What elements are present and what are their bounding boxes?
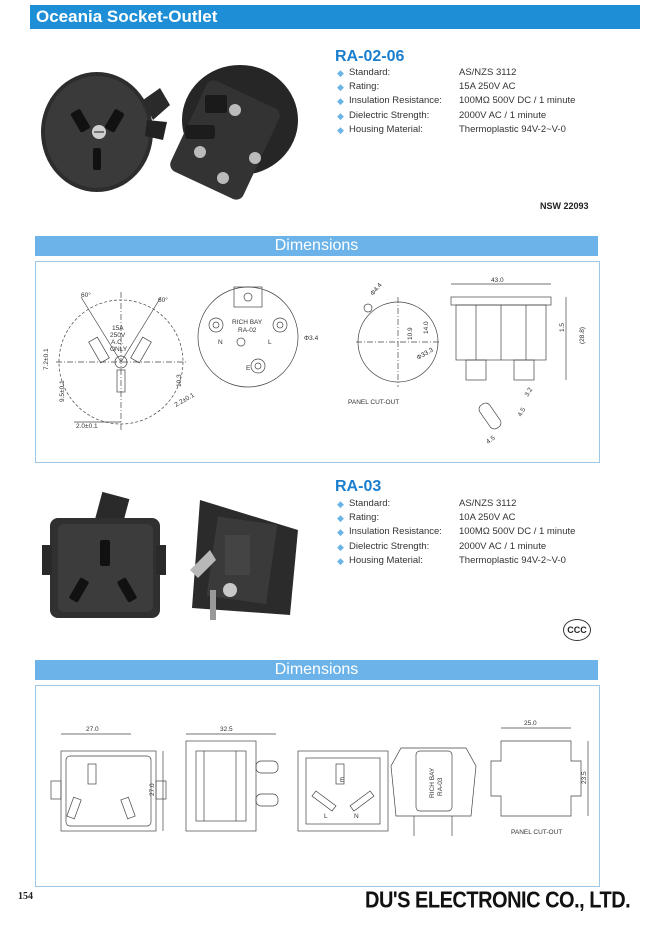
bullet-icon: ◆ — [337, 499, 344, 509]
front-marking: 250V — [110, 332, 126, 339]
page-number: 154 — [18, 891, 33, 902]
spec-row: ◆ Housing Material: Thermoplastic 94V-2~V-… — [337, 554, 575, 568]
dim-label: 2.0±0.1 — [76, 423, 98, 430]
panel-cutout-label: PANEL CUT-OUT — [348, 399, 399, 406]
terminal-e-label: E — [246, 365, 251, 372]
spec-value: AS/NZS 3112 — [459, 67, 517, 78]
dim-label: 25.0 — [524, 720, 537, 727]
spec-row: ◆ Housing Material: Thermoplastic 94V-2~V-… — [337, 123, 575, 137]
bullet-icon: ◆ — [337, 110, 344, 121]
spec-label: Standard: — [349, 498, 391, 509]
bullet-icon: ◆ — [337, 513, 344, 524]
bullet-icon: ◆ — [337, 82, 344, 93]
dimensions-title: Dimensions — [274, 237, 359, 254]
bullet-icon: ◆ — [337, 541, 344, 552]
dim-label: Φ4.4 — [369, 282, 384, 298]
spec-label: Rating: — [349, 81, 380, 93]
spec-value: 15A 250V AC — [459, 81, 516, 93]
dim-label: 2.2±0.1 — [174, 392, 197, 409]
spec-row: ◆ Rating: 15A 250V AC — [337, 80, 575, 94]
spec-row: ◆ Dielectric Strength: 2000V AC / 1 minute — [337, 540, 575, 554]
terminal-l-label: L — [268, 339, 272, 346]
spec-label: Housing Material: — [349, 554, 423, 566]
spec-list: ◆ Standard: AS/NZS 3112 ◆ Rating: 15A 250V A… — [337, 66, 575, 137]
spec-value: Thermoplastic 94V-2~V-0 — [459, 123, 566, 135]
terminal-e-label: E — [340, 777, 345, 784]
terminal-n-label: N — [218, 339, 223, 346]
ra-02-06-photo — [41, 65, 298, 200]
side-marking: RA-03 — [437, 777, 444, 796]
dim-label: 23.5 — [581, 771, 588, 784]
spec-value: 2000V AC / 1 minute — [459, 540, 547, 552]
spec-value: 100MΩ 500V DC / 1 minute — [459, 526, 576, 538]
spec-label: Dielectric Strength: — [349, 540, 430, 552]
spec-label: Standard: — [349, 67, 391, 78]
spec-label: Dielectric Strength: — [349, 109, 430, 121]
dim-label: 4.5 — [517, 406, 528, 418]
dimensions-header: Dimensions — [35, 660, 598, 680]
rear-marking: RICH BAY — [232, 319, 263, 326]
spec-label: Rating: — [349, 512, 380, 524]
bullet-icon: ◆ — [337, 96, 344, 107]
bullet-icon: ◆ — [337, 124, 344, 135]
rear-marking: RA-02 — [238, 327, 257, 334]
terminal-n-label: N — [354, 813, 359, 820]
spec-row: ◆ Dielectric Strength: 2000V AC / 1 minute — [337, 109, 575, 123]
front-marking: 15A — [112, 325, 124, 332]
spec-value: AS/NZS 3112 — [459, 498, 517, 509]
dim-label: 14.0 — [423, 321, 430, 334]
spec-value: 2000V AC / 1 minute — [459, 109, 547, 121]
ra-03-photo — [42, 491, 298, 620]
terminal-l-label: L — [324, 813, 328, 820]
dim-label: Φ33.3 — [416, 347, 435, 362]
dimensions-drawing-2: 27.0 27.0 32.5 E L N RICH BAY RA-03 — [35, 685, 600, 887]
dim-label: 7.2±0.1 — [43, 348, 50, 370]
dim-label: 32.5 — [220, 726, 233, 733]
spec-value: 10A 250V AC — [459, 512, 516, 524]
model-name: RA-02-06 — [335, 48, 405, 65]
angle-left-label: 60° — [81, 291, 91, 299]
spec-value: Thermoplastic 94V-2~V-0 — [459, 554, 566, 566]
bullet-icon: ◆ — [337, 555, 344, 566]
company-logo: DU'S ELECTRONIC CO., LTD. — [365, 888, 631, 914]
panel-cutout-label: PANEL CUT-OUT — [511, 829, 562, 836]
spec-label: Insulation Resistance: — [349, 526, 442, 538]
spec-label: Housing Material: — [349, 123, 423, 135]
dim-label: 9.5±0.1 — [59, 380, 66, 402]
dimensions-header: Dimensions — [35, 236, 598, 256]
dimensions-drawing-1: 60° 60° 15A 250V A.C. ONLY 7.2±0.1 9.5±0… — [35, 261, 600, 463]
model-name: RA-03 — [335, 478, 382, 495]
ccc-mark-icon: CCC — [563, 619, 591, 641]
dim-label: (28.8) — [579, 327, 586, 344]
dim-label: 4.5 — [485, 435, 497, 446]
front-marking: A.C. — [111, 339, 124, 346]
spec-row: ◆ Insulation Resistance: 100MΩ 500V DC / 1… — [337, 525, 575, 539]
dim-label: 43.0 — [491, 277, 504, 284]
spec-row: ◆ Rating: 10A 250V AC — [337, 511, 575, 525]
dim-label: 27.0 — [149, 783, 156, 796]
page-title: Oceania Socket-Outlet — [36, 7, 218, 26]
dim-label: Φ3.4 — [304, 335, 319, 342]
dim-label: 3.2 — [524, 386, 535, 398]
dim-label: 10.3 — [176, 374, 183, 387]
spec-row: ◆ Standard: AS/NZS 3112 — [337, 66, 575, 80]
dim-label: 27.0 — [86, 726, 99, 733]
spec-list: ◆ Standard: AS/NZS 3112 ◆ Rating: 10A 250V A… — [337, 497, 575, 568]
front-marking: ONLY — [110, 346, 128, 353]
spec-label: Insulation Resistance: — [349, 95, 442, 107]
title-bar: Oceania Socket-Outlet — [30, 5, 640, 29]
dimensions-title: Dimensions — [274, 661, 359, 678]
dim-label: 10.9 — [407, 327, 414, 340]
approval-number: NSW 22093 — [540, 201, 589, 211]
bullet-icon: ◆ — [337, 68, 344, 78]
spec-value: 100MΩ 500V DC / 1 minute — [459, 95, 576, 107]
spec-row: ◆ Standard: AS/NZS 3112 — [337, 497, 575, 511]
side-marking: RICH BAY — [429, 767, 436, 798]
spec-row: ◆ Insulation Resistance: 100MΩ 500V DC / 1… — [337, 94, 575, 108]
bullet-icon: ◆ — [337, 527, 344, 538]
angle-right-label: 60° — [158, 296, 168, 304]
dim-label: 1.5 — [559, 323, 566, 332]
